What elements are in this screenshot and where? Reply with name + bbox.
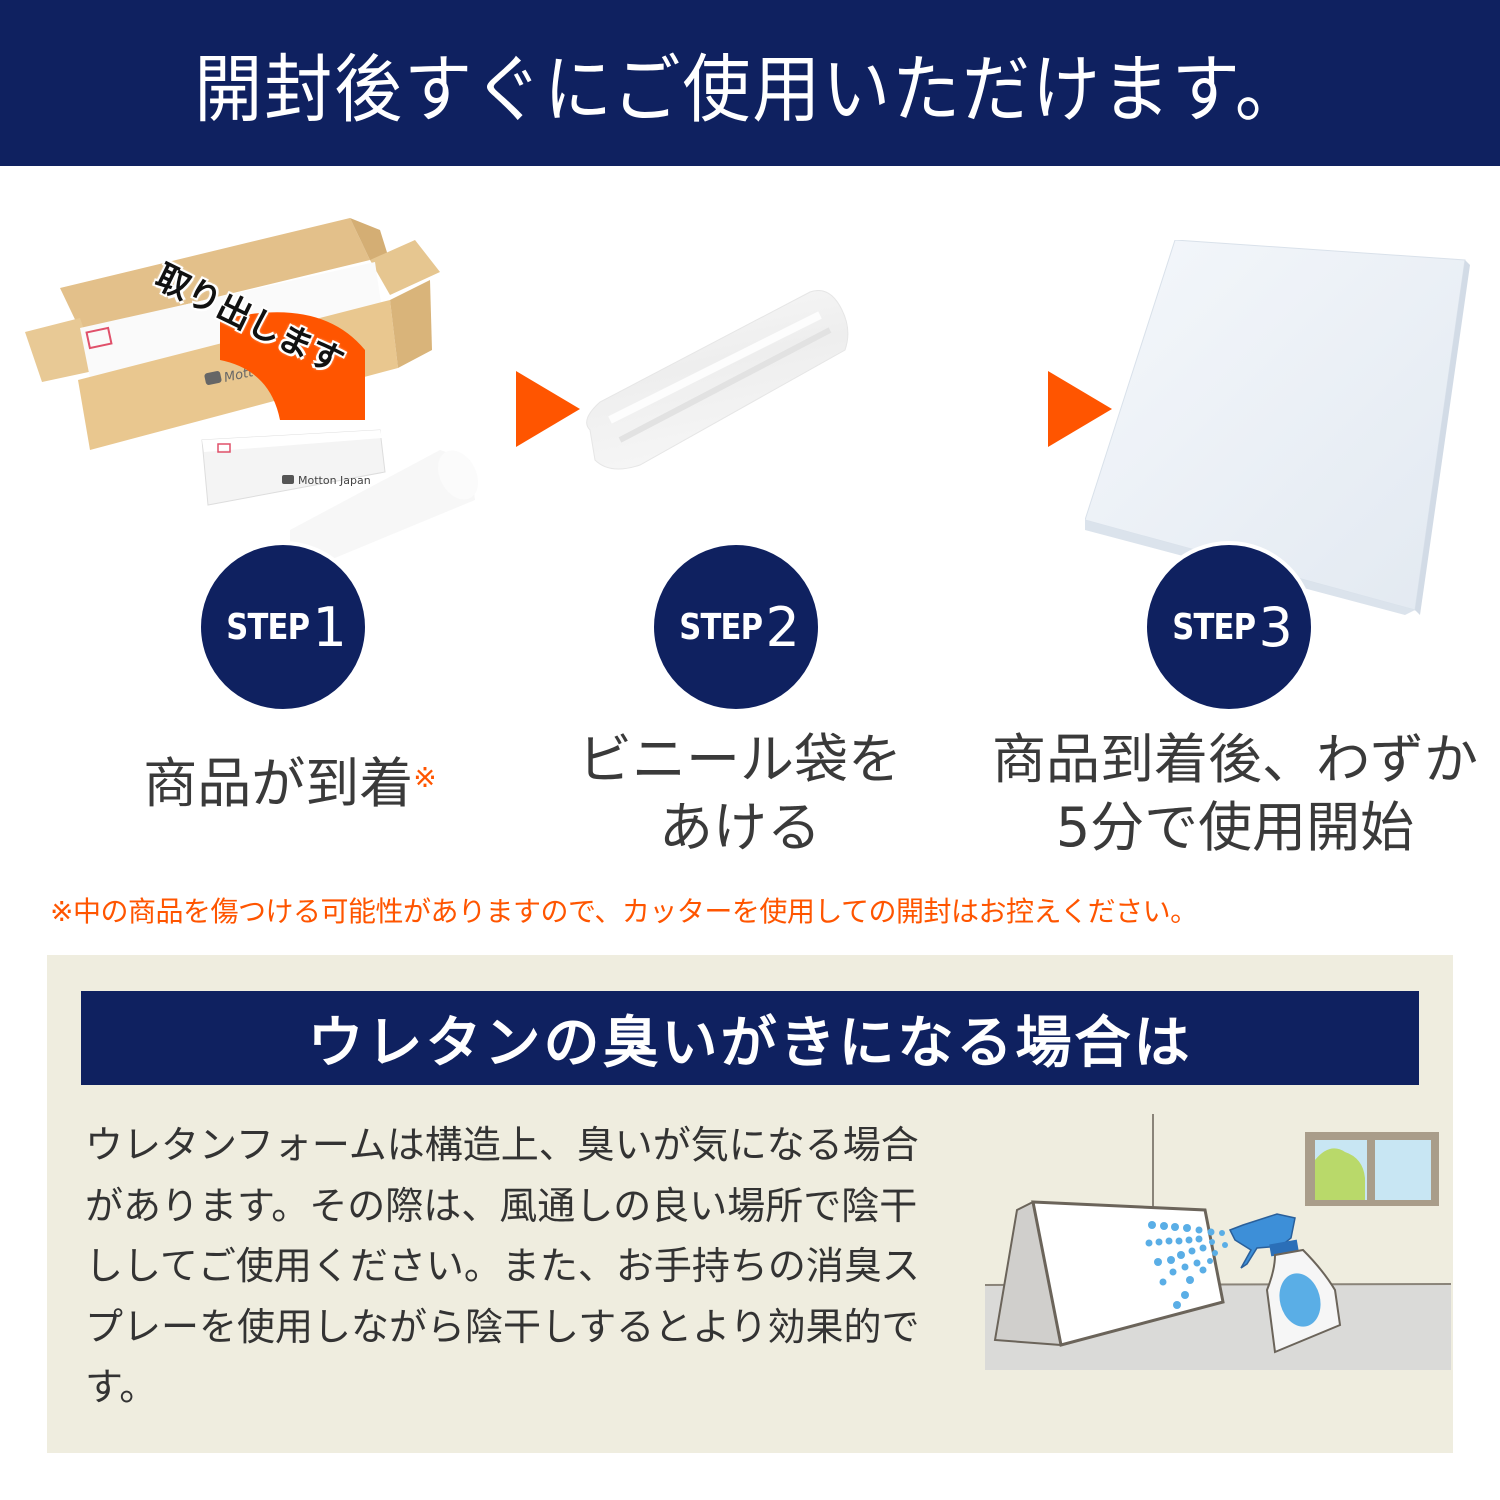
footnote-mark: ※	[413, 761, 437, 794]
step-number: 2	[765, 595, 800, 659]
step3-image	[1084, 239, 1470, 620]
step-word: STEP	[1172, 606, 1256, 648]
step1-caption: 商品が到着※	[110, 750, 470, 818]
step3-caption: 商品到着後、わずか 5分で使用開始	[985, 726, 1485, 862]
mattress-icon	[1084, 239, 1470, 615]
odor-section-title: ウレタンの臭いがきになる場合は	[307, 1010, 1193, 1076]
wrapped-roll-icon	[586, 290, 849, 470]
caption-line: あける	[659, 796, 821, 859]
step-word: STEP	[226, 606, 310, 648]
caption-line: ビニール袋を	[578, 728, 902, 791]
body-line: があります。その際は、風通しの良い場所で陰干	[85, 1183, 918, 1228]
body-line: ししてご使用ください。また、お手持ちの消臭ス	[85, 1244, 920, 1288]
odor-info-panel: ウレタンの臭いがきになる場合は ウレタンフォームは構造上、臭いが気になる場合 が…	[47, 955, 1453, 1453]
next-arrow-icon	[516, 371, 580, 447]
caption-line: 商品が到着	[143, 752, 414, 815]
cardboard-box-icon: Motton Ja Motton Japan	[25, 218, 479, 560]
step2-image	[580, 290, 880, 560]
next-arrow-icon	[1048, 371, 1112, 447]
airing-illustration	[984, 1090, 1455, 1390]
step-number: 1	[312, 595, 347, 659]
body-line: す。	[85, 1365, 158, 1409]
hero-title: 開封後すぐにご使用いただけます。	[194, 46, 1306, 133]
step1-image: Motton Ja Motton Japan 取り出します	[20, 200, 520, 560]
spray-mattress-illustration-icon	[984, 1114, 1452, 1370]
caption-line: 5分で使用開始	[1055, 796, 1415, 859]
odor-section-body: ウレタンフォームは構造上、臭いが気になる場合 があります。その際は、風通しの良い…	[85, 1115, 965, 1418]
body-line: プレーを使用しながら陰干しするとより効果的で	[85, 1304, 920, 1349]
step2-caption: ビニール袋を あける	[560, 726, 920, 862]
cutter-warning-note: ※中の商品を傷つける可能性がありますので、カッターを使用しての開封はお控えくださ…	[50, 895, 1198, 928]
step-word: STEP	[679, 606, 763, 648]
svg-text:Motton Japan: Motton Japan	[298, 474, 371, 487]
caption-line: 商品到着後、わずか	[992, 728, 1478, 791]
hero-banner: 開封後すぐにご使用いただけます。	[0, 0, 1500, 166]
odor-section-header: ウレタンの臭いがきになる場合は	[81, 991, 1419, 1085]
step-number: 3	[1258, 595, 1293, 659]
body-line: ウレタンフォームは構造上、臭いが気になる場合	[85, 1123, 919, 1167]
